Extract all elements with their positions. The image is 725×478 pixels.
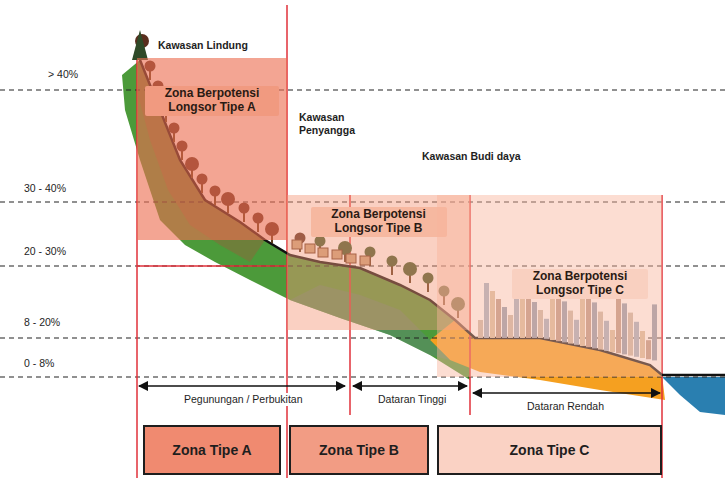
slope-label: 0 - 8% bbox=[22, 357, 56, 370]
zone-type-label: Zona Tipe B bbox=[319, 442, 399, 458]
zone-dividers bbox=[137, 5, 662, 478]
range-label: Dataran Rendah bbox=[525, 400, 606, 413]
zone-type-label: Zona Tipe A bbox=[172, 442, 251, 458]
slope-label: 8 - 20% bbox=[22, 316, 62, 329]
area-label: Kawasan Penyangga bbox=[297, 111, 363, 136]
area-label: Kawasan Lindung bbox=[156, 39, 250, 52]
slope-lines bbox=[0, 90, 725, 377]
slope-label: 20 - 30% bbox=[22, 245, 68, 258]
landslide-zone: Zona Berpotensi Longsor Tipe A bbox=[137, 58, 287, 240]
range-label: Pegunungan / Perbukitan bbox=[182, 393, 305, 406]
slope-label: 30 - 40% bbox=[22, 182, 68, 195]
landslide-zone: Zona Berpotensi Longsor Tipe C bbox=[437, 195, 662, 377]
zone-title: Zona Berpotensi Longsor Tipe B bbox=[311, 207, 447, 237]
zone-type-box: Zona Tipe A bbox=[143, 425, 281, 475]
slope-label: > 40% bbox=[46, 68, 80, 81]
area-label: Kawasan Budi daya bbox=[420, 150, 523, 163]
water bbox=[662, 377, 725, 415]
zone-title: Zona Berpotensi Longsor Tipe C bbox=[512, 269, 648, 299]
zone-title: Zona Berpotensi Longsor Tipe A bbox=[145, 86, 279, 116]
zone-type-box: Zona Tipe B bbox=[289, 425, 429, 475]
zone-type-label: Zona Tipe C bbox=[510, 442, 590, 458]
range-label: Dataran Tinggi bbox=[376, 393, 448, 406]
zone-type-box: Zona Tipe C bbox=[437, 425, 662, 475]
range-arrows bbox=[139, 386, 660, 393]
